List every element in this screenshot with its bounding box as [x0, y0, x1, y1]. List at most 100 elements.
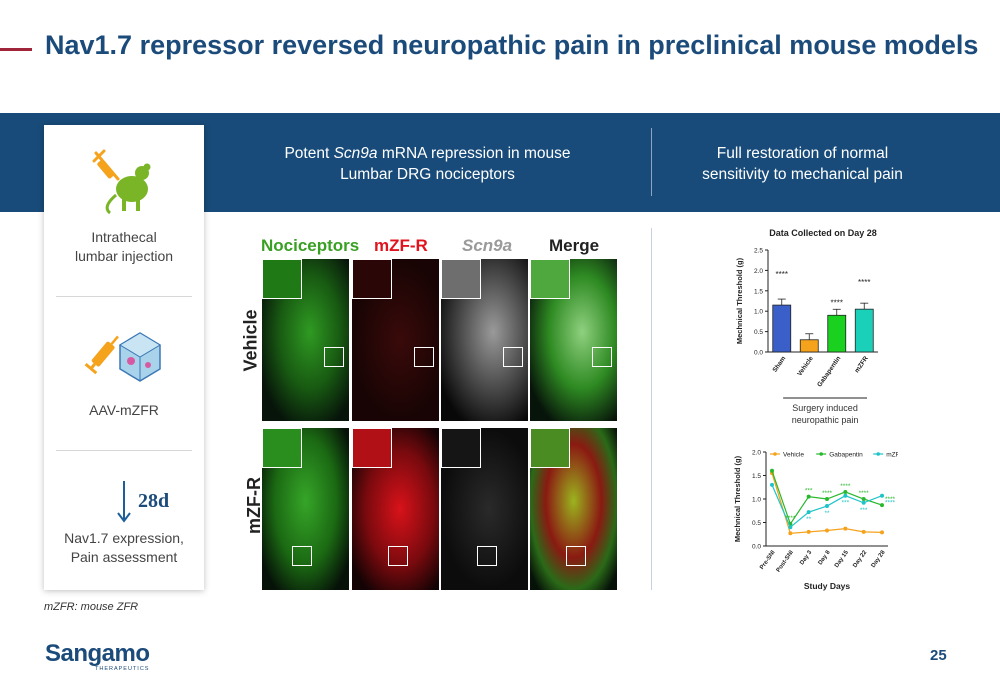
title-accent-line: [0, 48, 32, 51]
legend-label: mZFR: [886, 452, 898, 459]
micrograph-inset: [441, 259, 481, 299]
data-point: [843, 489, 848, 494]
data-point: [843, 493, 848, 498]
significance-label: ***: [860, 507, 868, 514]
significance-label: ****: [858, 278, 870, 287]
data-point: [880, 503, 884, 508]
band-caption-right-line2: sensitivity to mechanical pain: [702, 166, 903, 183]
y-tick-label: 1.0: [752, 497, 761, 504]
bar-chart-day28: Data Collected on Day 280.00.51.01.52.02…: [735, 228, 878, 425]
micrograph-vehicle-nociceptors: [262, 259, 349, 421]
significance-label: ****: [840, 483, 851, 490]
y-axis-label: Mechnical Threshold (g): [733, 455, 742, 542]
chart-title: Data Collected on Day 28: [769, 228, 877, 238]
duration-label: 28d: [138, 490, 170, 512]
data-point: [880, 493, 884, 498]
micrograph-vehicle-merge: [530, 259, 617, 421]
x-tick-label: Post-SNI: [776, 549, 795, 573]
significance-label: ****: [859, 490, 870, 497]
data-point: [825, 528, 829, 533]
significance-label: ***: [805, 488, 813, 495]
down-arrow-icon: [117, 481, 131, 523]
legend-marker: [819, 452, 823, 456]
y-tick-label: 2.0: [752, 450, 761, 457]
data-point: [806, 510, 811, 515]
significance-label: **: [824, 510, 830, 517]
sangamo-logo-tagline: THERAPEUTICS: [95, 666, 150, 672]
micrograph-vehicle-mzfr: [352, 259, 439, 421]
y-tick-label: 1.5: [752, 473, 761, 480]
micrograph-roi-box: [566, 546, 586, 566]
micrograph-inset: [441, 428, 481, 468]
micrograph-inset: [530, 259, 570, 299]
y-tick-label: 0.0: [754, 350, 763, 357]
x-tick-label: Day 22: [852, 549, 868, 569]
micrograph-roi-box: [477, 546, 497, 566]
x-tick-label: Day 28: [871, 549, 887, 569]
x-tick-label: Sham: [772, 355, 788, 374]
bracket-label-line1: Surgery induced: [792, 403, 858, 413]
footnote: mZFR: mouse ZFR: [44, 601, 139, 613]
micrograph-roi-box: [324, 347, 344, 367]
micrograph-inset: [352, 428, 392, 468]
significance-label: ****: [785, 515, 796, 522]
column-label-scn9a: Scn9a: [462, 236, 513, 255]
significance-label: ****: [885, 496, 896, 503]
card-separator: [56, 450, 192, 451]
y-axis-label: Mechnical Threshold (g): [735, 257, 744, 344]
data-point: [880, 530, 884, 535]
column-label-merge: Merge: [549, 236, 600, 255]
band-caption-right: Full restoration of normal sensitivity t…: [680, 143, 925, 185]
y-tick-label: 0.0: [752, 544, 761, 551]
bar-mzfr: [854, 308, 874, 353]
legend-label: Vehicle: [783, 452, 804, 459]
y-tick-label: 2.5: [754, 248, 763, 255]
step3-label: Nav1.7 expression,Pain assessment: [64, 530, 184, 565]
micrograph-panel: Nociceptors mZF-R Scn9a Merge Vehicle mZ…: [240, 232, 623, 594]
band-caption-left-line2: Lumbar DRG nociceptors: [340, 166, 515, 183]
band-caption-left: Potent Scn9a mRNA repression in mouse Lu…: [250, 143, 605, 185]
page-number: 25: [930, 647, 947, 664]
micrograph-roi-box: [503, 347, 523, 367]
data-point: [788, 531, 793, 536]
band-caption-right-line1: Full restoration of normal: [716, 145, 889, 162]
data-point: [825, 504, 829, 509]
micrograph-roi-box: [388, 546, 408, 566]
bracket-label-line2: neuropathic pain: [792, 415, 859, 425]
micrograph-inset: [530, 428, 570, 468]
micrograph-mzfr-nociceptors: [262, 428, 349, 590]
mouse-injection-icon: [92, 149, 151, 215]
x-tick-label: Gabapentin: [816, 355, 842, 388]
data-point: [770, 482, 774, 487]
micrograph-mzfr-merge: [530, 428, 617, 590]
data-point: [788, 525, 793, 530]
sangamo-logo: Sangamo: [45, 640, 150, 667]
significance-label: ****: [831, 298, 843, 307]
x-tick-label: Day 15: [834, 549, 850, 569]
micrograph-roi-box: [592, 347, 612, 367]
row-label-vehicle: Vehicle: [240, 309, 261, 372]
legend-marker: [876, 452, 880, 456]
data-point: [770, 468, 774, 473]
column-label-nociceptors: Nociceptors: [261, 236, 360, 255]
band-divider: [651, 128, 652, 196]
data-point: [861, 497, 866, 501]
micrograph-vehicle-scn9a: [441, 259, 528, 421]
bar-vehicle: [799, 339, 819, 353]
slide-title: Nav1.7 repressor reversed neuropathic pa…: [45, 30, 979, 60]
micrograph-inset: [262, 428, 302, 468]
legend-marker: [773, 452, 777, 456]
data-point: [825, 497, 829, 501]
x-tick-label: Pre-SNI: [759, 549, 777, 570]
data-point: [806, 529, 811, 534]
band-caption-left-line1: Potent Scn9a mRNA repression in mouse: [284, 145, 571, 162]
data-point: [806, 494, 811, 499]
panel-divider: [651, 228, 652, 590]
card-separator: [56, 296, 192, 297]
y-tick-label: 0.5: [752, 520, 761, 527]
micrograph-roi-box: [292, 546, 312, 566]
x-axis-label: Study Days: [804, 581, 851, 591]
